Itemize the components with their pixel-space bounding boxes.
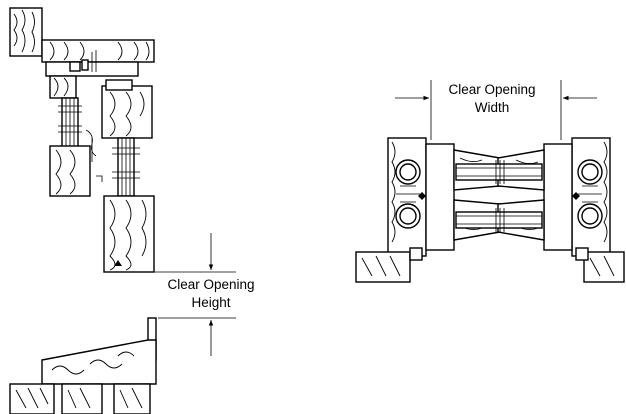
sill <box>9 317 157 414</box>
glazing-units <box>455 160 543 232</box>
left-rollers <box>395 159 426 229</box>
horizontal-section: Clear Opening Width <box>355 80 625 283</box>
height-label-line1: Clear Opening <box>167 277 254 292</box>
upper-sash <box>49 75 97 197</box>
lower-sash <box>96 79 155 273</box>
width-label-line1: Clear Opening <box>448 82 535 97</box>
right-rollers <box>572 159 603 229</box>
head-frame <box>41 39 155 77</box>
width-dimension <box>395 80 597 140</box>
width-label-line2: Width <box>475 100 510 115</box>
height-dimension <box>130 233 236 356</box>
height-label-line2: Height <box>191 295 230 310</box>
vertical-section: Clear Opening Height <box>9 7 255 414</box>
head-block <box>9 7 43 57</box>
base-blocks <box>355 247 625 283</box>
